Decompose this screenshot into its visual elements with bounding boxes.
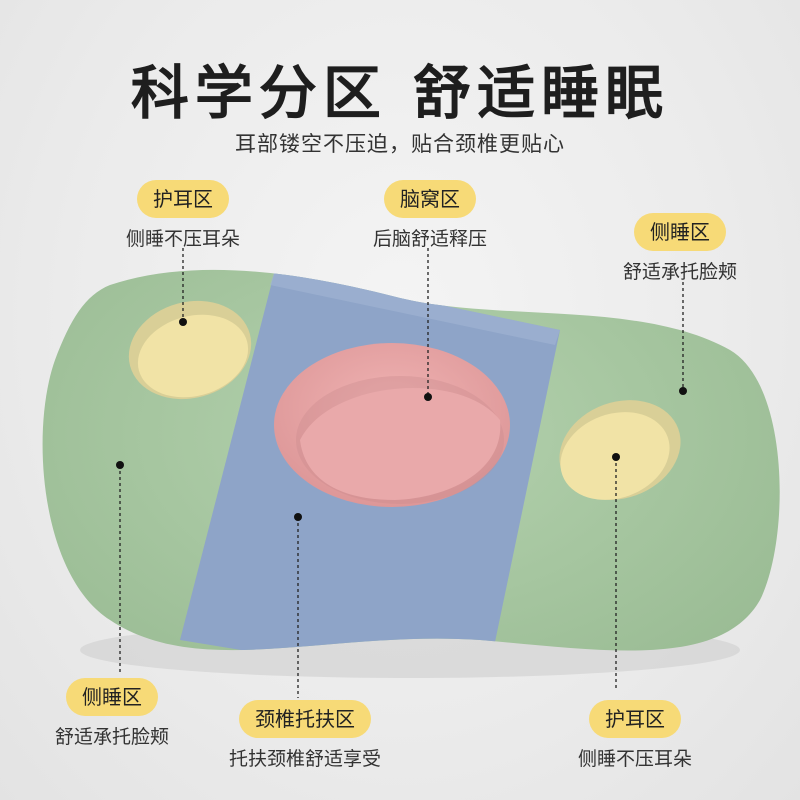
badge-neck-support: 颈椎托扶区: [239, 700, 371, 738]
left-ear-hollow: [128, 300, 252, 400]
desc-head-hollow: 后脑舒适释压: [372, 228, 487, 250]
desc-side-left: 舒适承托脸颊: [54, 726, 169, 748]
badge-side-right: 侧睡区: [634, 213, 726, 251]
page-title: 科学分区 舒适睡眠: [130, 59, 670, 127]
page-subtitle: 耳部镂空不压迫，贴合颈椎更贴心: [235, 132, 565, 156]
callout-side-right: 侧睡区 舒适承托脸颊: [600, 213, 760, 284]
desc-side-right: 舒适承托脸颊: [622, 261, 737, 283]
callout-ear-right: 护耳区 侧睡不压耳朵: [560, 700, 710, 771]
desc-ear-left: 侧睡不压耳朵: [125, 228, 240, 250]
callout-neck-support: 颈椎托扶区 托扶颈椎舒适享受: [210, 700, 400, 771]
right-ear-hollow: [559, 400, 681, 500]
leader-lines: [119, 248, 684, 698]
badge-ear-right: 护耳区: [589, 700, 681, 738]
callout-side-left: 侧睡区 舒适承托脸颊: [37, 678, 187, 749]
desc-neck-support: 托扶颈椎舒适享受: [228, 748, 381, 770]
leader-dots: [116, 318, 687, 521]
badge-ear-left: 护耳区: [137, 180, 229, 218]
callout-ear-left: 护耳区 侧睡不压耳朵: [113, 180, 253, 251]
head-hollow: [274, 343, 510, 507]
badge-side-left: 侧睡区: [66, 678, 158, 716]
callout-head-hollow: 脑窝区 后脑舒适释压: [350, 180, 510, 251]
badge-head-hollow: 脑窝区: [384, 180, 476, 218]
desc-ear-right: 侧睡不压耳朵: [577, 748, 692, 770]
